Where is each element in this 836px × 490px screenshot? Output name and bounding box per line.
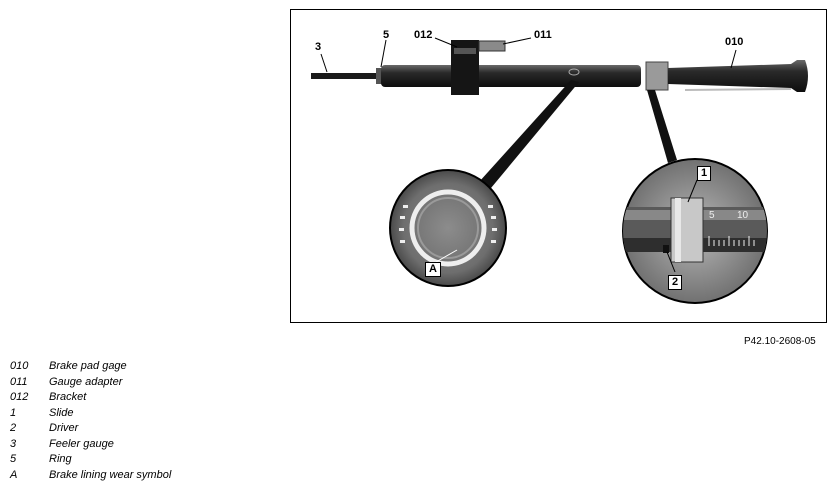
legend-row: 012 Bracket <box>10 390 171 406</box>
legend-key: 010 <box>10 360 29 372</box>
brake-pad-gage-illustration <box>311 37 808 304</box>
legend-key: 012 <box>10 391 29 403</box>
ring-part <box>376 68 382 84</box>
legend-desc: Brake lining wear symbol <box>49 468 172 481</box>
callout-slide: 1 <box>697 166 712 181</box>
legend-key: 011 <box>10 375 28 388</box>
magnifier-connector-right <box>647 90 677 163</box>
callout-driver: 2 <box>668 275 683 290</box>
legend-row: 5 Ring <box>10 452 171 468</box>
wear-symbol-magnifier <box>389 169 507 287</box>
scale-mark-5: 5 <box>709 210 715 221</box>
legend-row: 011 Gauge adapter <box>10 375 171 391</box>
legend-desc: Ring <box>49 453 72 465</box>
gage-tube <box>381 65 641 87</box>
callout-wear-symbol: A <box>425 262 441 277</box>
callout-bracket: 012 <box>414 29 433 41</box>
legend-desc: Feeler gauge <box>49 437 114 450</box>
legend-row: 2 Driver <box>10 421 171 437</box>
legend-key: 3 <box>10 437 17 450</box>
legend-desc: Brake pad gage <box>49 360 127 372</box>
legend-key: 2 <box>10 422 17 434</box>
adapter-part <box>478 40 506 52</box>
gage-handle <box>668 60 808 92</box>
legend-desc: Slide <box>49 406 74 419</box>
callout-ring: 5 <box>383 29 390 41</box>
legend-row: A Brake lining wear symbol <box>10 468 171 484</box>
figure-frame: 3 5 012 011 010 1 2 A 5 10 <box>290 9 827 323</box>
legend: 010 Brake pad gage 011 Gauge adapter 012… <box>10 359 171 483</box>
legend-desc: Driver <box>49 422 79 434</box>
legend-row: 3 Feeler gauge <box>10 437 171 453</box>
feeler-gauge-rod <box>311 73 379 79</box>
legend-key: 1 <box>10 406 17 419</box>
callout-feeler-gauge: 3 <box>315 41 322 53</box>
callout-brake-pad-gage: 010 <box>725 36 744 48</box>
slide-collar <box>645 61 669 91</box>
figure-id: P42.10-2608-05 <box>744 336 816 347</box>
legend-key: A <box>10 468 18 481</box>
slide-magnifier <box>622 158 768 304</box>
scale-mark-10: 10 <box>737 210 749 221</box>
legend-key: 5 <box>10 453 17 465</box>
legend-desc: Bracket <box>49 391 87 403</box>
legend-row: 010 Brake pad gage <box>10 359 171 375</box>
legend-row: 1 Slide <box>10 406 171 422</box>
magnifier-connector-left <box>479 80 579 188</box>
legend-desc: Gauge adapter <box>49 375 123 388</box>
callout-gauge-adapter: 011 <box>534 29 552 41</box>
